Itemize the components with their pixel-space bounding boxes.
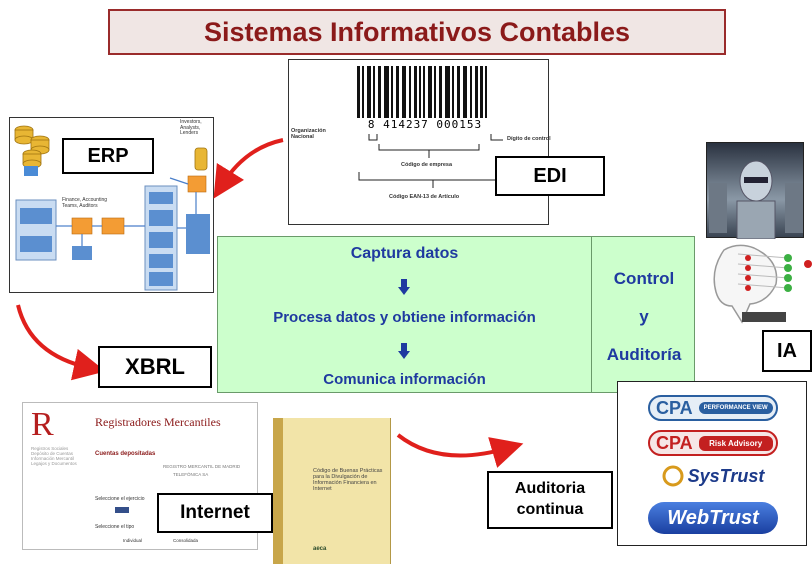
edi-origin-note: Organización Nacional — [291, 128, 326, 141]
arrow-erp-to-xbrl — [16, 304, 106, 381]
xbrl-label-text: XBRL — [125, 354, 185, 379]
robot-image — [706, 142, 804, 240]
control-line3: Auditoría — [606, 345, 682, 364]
barcode-number: 8 414237 000153 — [355, 118, 495, 131]
step-process: Procesa datos y obtiene información — [273, 309, 536, 326]
barcode-icon — [357, 66, 487, 128]
systrust-text: SysTrust — [687, 465, 765, 486]
webtrust-logo: WebTrust — [648, 502, 778, 534]
book-publisher: aeca — [313, 546, 327, 552]
ia-label-text: IA — [777, 339, 797, 362]
arrow-internet-to-auditoria — [396, 433, 524, 468]
process-panel: Captura datos Procesa datos y obtiene in… — [217, 236, 695, 393]
erp-flow-diagram — [14, 125, 210, 291]
control-line1: Control — [613, 269, 675, 288]
cpa-risk-sub: Risk Advisory — [698, 435, 773, 451]
radio-individual[interactable]: Individual — [123, 538, 143, 543]
internet-label: Internet — [157, 493, 273, 533]
year-select[interactable] — [115, 507, 129, 513]
step-communicate: Comunica información — [323, 371, 486, 388]
systrust-logo: SysTrust — [648, 462, 778, 490]
erp-label: ERP — [62, 138, 154, 174]
cpa-perf-text: CPA — [656, 397, 693, 418]
edi-label-text: EDI — [533, 164, 567, 187]
registro-sidebar: Registros Sociales Depósito de Cuentas I… — [31, 446, 79, 467]
registro-line1: REGISTRO MERCANTIL DE MADRID — [163, 464, 241, 469]
arrow-edi-to-erp — [213, 138, 284, 199]
auditoria-line1: Auditoria — [514, 480, 586, 498]
registro-subtitle: Cuentas depositadas — [95, 451, 156, 457]
registro-title: Registradores Mercantiles — [95, 415, 221, 429]
registro-option1: Seleccione el ejercicio — [95, 496, 145, 502]
edi-article-note: Código EAN-13 de Artículo — [389, 194, 460, 200]
step-capture: Captura datos — [350, 245, 459, 262]
registro-sidebar-item[interactable]: Registros Sociales — [31, 446, 69, 451]
arrow-down-icon — [398, 279, 410, 295]
cpa-risk-text: CPA — [656, 432, 693, 453]
book-title: Código de Buenas Prácticas para la Divul… — [313, 468, 383, 493]
arrow-down-icon — [398, 343, 410, 359]
registro-line2: TELEFÓNICA SA — [173, 472, 209, 477]
cpa-performance-logo: CPA PERFORMANCE VIEW — [648, 395, 778, 421]
title-banner: Sistemas Informativos Contables — [108, 9, 726, 55]
registro-sidebar-item[interactable]: Legajos y Documentos — [31, 460, 77, 466]
edi-company-note: Código de empresa — [401, 162, 453, 168]
brain-network-icon — [713, 244, 812, 324]
webtrust-text: WebTrust — [667, 506, 759, 529]
edi-panel: 8 414237 000153 Organización Nacional Dí… — [288, 59, 605, 225]
edi-label: EDI — [495, 156, 605, 196]
auditoria-label: Auditoria continua — [487, 471, 613, 529]
ia-label: IA — [762, 330, 812, 372]
registro-sidebar-item[interactable]: Información Mercantil — [31, 455, 75, 461]
erp-label-text: ERP — [87, 144, 129, 167]
erp-node-finance: Finance, Accounting Teams, Auditors — [62, 197, 108, 209]
process-steps: Captura datos Procesa datos y obtiene in… — [218, 237, 592, 392]
book-cover: Código de Buenas Prácticas para la Divul… — [273, 418, 391, 564]
page-title: Sistemas Informativos Contables — [203, 16, 631, 47]
systrust-swirl-icon — [662, 465, 684, 487]
erp-panel: Finance, Accounting Teams, Auditors Inve… — [9, 117, 214, 293]
robot-icon — [709, 160, 803, 240]
registro-option2: Seleccione el tipo — [95, 524, 135, 530]
edi-check-note: Dígito de control — [507, 136, 551, 142]
registro-logo-icon: R — [31, 406, 54, 443]
auditoria-line2: continua — [516, 501, 584, 518]
erp-node-investors: Investors, Analysts, Lenders — [180, 119, 202, 136]
xbrl-label: XBRL — [98, 346, 212, 388]
control-line2: y — [639, 307, 649, 326]
radio-consolidada[interactable]: Consolidada — [173, 538, 199, 543]
cpa-risk-logo: CPA Risk Advisory — [648, 430, 778, 456]
internet-label-text: Internet — [180, 502, 250, 523]
cpa-perf-sub: PERFORMANCE VIEW — [698, 402, 773, 414]
registro-sidebar-item[interactable]: Depósito de Cuentas — [31, 450, 74, 456]
